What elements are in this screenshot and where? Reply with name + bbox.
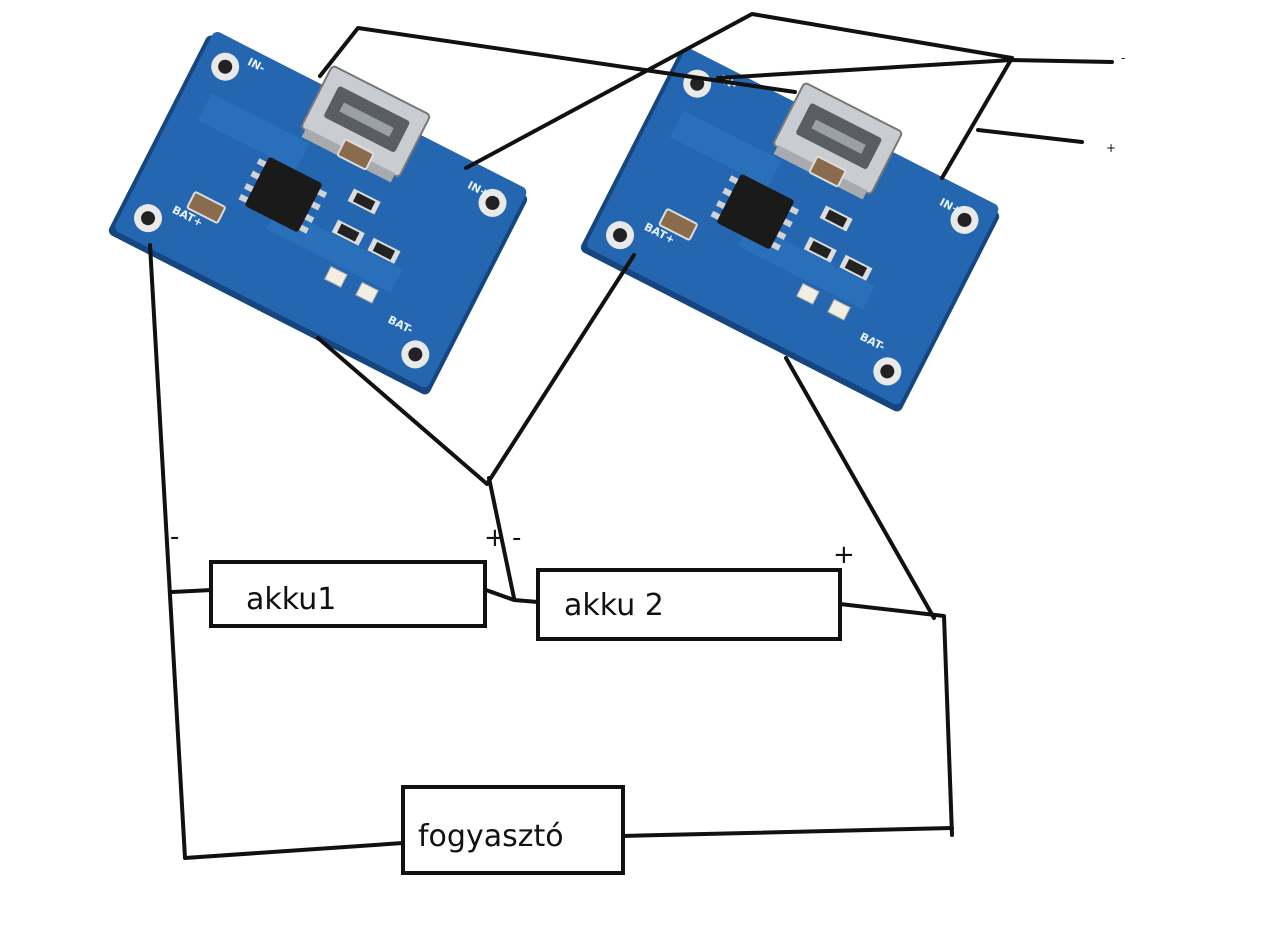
battery-1: akku1 (209, 560, 487, 628)
battery-2-minus-mark: - (512, 523, 521, 553)
wire-in-plus-m1 (464, 12, 1014, 170)
wire-m2-bat-minus (784, 356, 936, 620)
usb-connector (773, 82, 903, 200)
wire-in-minus-bus (716, 58, 1114, 80)
wire-akku1-left (170, 588, 214, 594)
wire-akku1-to-akku2 (484, 588, 540, 604)
wire-in-plus-m2 (940, 56, 1014, 180)
battery-1-minus-mark: - (170, 522, 179, 552)
charger-module-2: IN+ IN- BAT+ BAT- (580, 49, 1000, 412)
wire-in-minus-m1 (318, 26, 797, 94)
wire-m1-bat-plus (148, 243, 405, 860)
input-minus-mark: - (1121, 51, 1125, 65)
wires (148, 12, 1114, 860)
battery-2: akku 2 (536, 568, 842, 641)
ic-chip (710, 174, 800, 251)
wire-junction-down (487, 476, 516, 600)
battery-1-plus-mark: + (484, 523, 506, 553)
battery-1-label: akku1 (246, 582, 336, 617)
ic-chip (238, 157, 328, 234)
battery-2-label: akku 2 (564, 588, 664, 623)
load: fogyasztó (401, 785, 625, 875)
input-plus-mark: + (1106, 141, 1116, 155)
wire-in-plus-out (976, 128, 1084, 144)
load-label: fogyasztó (418, 819, 564, 854)
wire-akku2-right (838, 602, 954, 837)
charger-module-1: IN+ IN- BAT+ BAT- (108, 32, 528, 395)
wire-load-right (620, 826, 954, 838)
battery-2-plus-mark: + (833, 540, 855, 570)
wire-m1-bat-minus (316, 253, 636, 486)
